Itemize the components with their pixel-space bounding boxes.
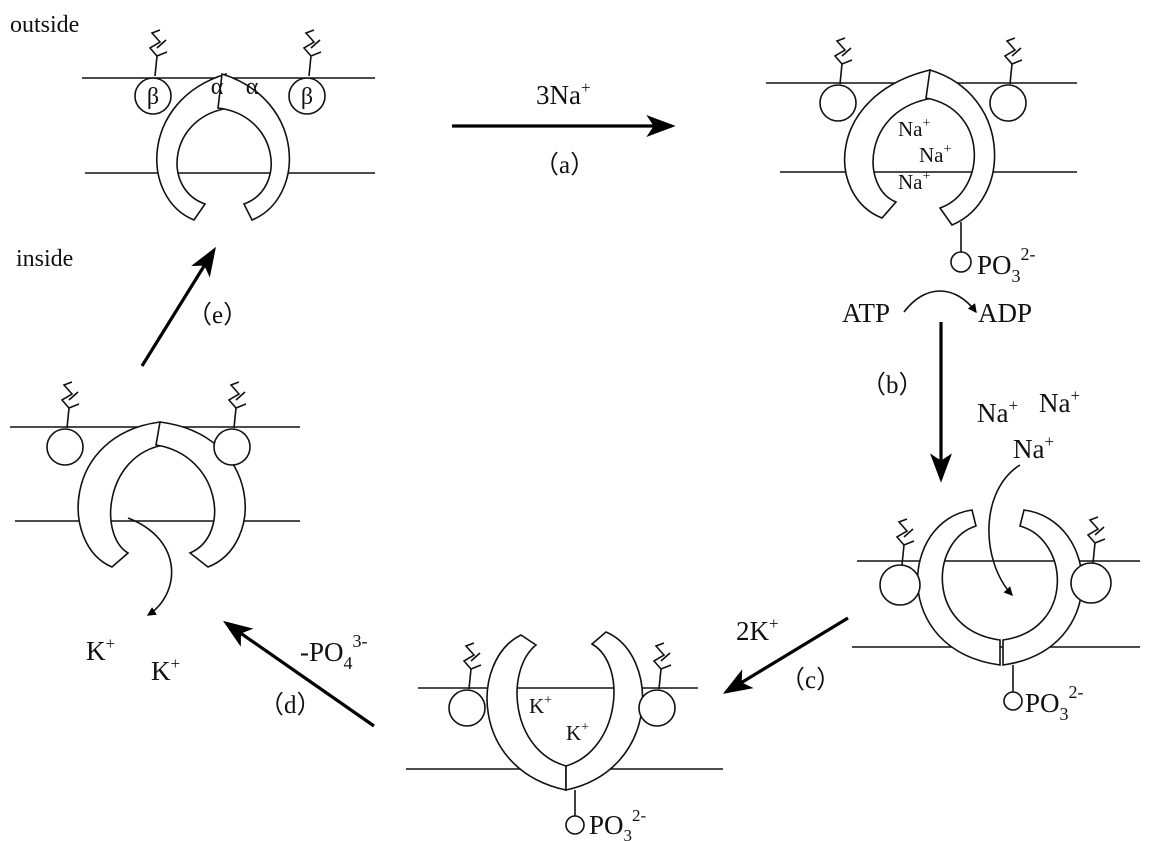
step-d: -PO43- （d）: [226, 623, 374, 726]
state-resting-pump: β β α α: [82, 30, 375, 220]
beta-subunit-right: [214, 429, 250, 465]
beta-subunit-left: [820, 85, 856, 121]
phosphate-label: PO32-: [589, 806, 647, 841]
k-ion-released: K+: [86, 634, 115, 666]
glycan-chain-left: [62, 382, 79, 428]
step-e: （e）: [142, 250, 248, 366]
step-b: ATP ADP （b）: [842, 291, 1032, 479]
step-d-phosphate-label: -PO43-: [300, 631, 368, 673]
beta-subunit-right: [639, 690, 675, 726]
glycan-chain-left: [897, 519, 914, 565]
step-e-label: （e）: [187, 301, 248, 329]
state-outward-open: Na+ Na+ Na+ PO32-: [852, 386, 1140, 724]
alpha-subunit-left: [78, 422, 164, 567]
state-k-bound: K+ K+ PO32-: [406, 632, 723, 841]
na-ion-label: Na+: [1013, 432, 1054, 464]
na-ion-label: Na+: [919, 142, 952, 167]
step-c: 2K+ （c）: [726, 614, 848, 694]
glycan-chain-right: [654, 643, 671, 689]
glycan-chain-right: [304, 30, 321, 76]
alpha-subunit-right: [1003, 510, 1082, 665]
k-ion-released: K+: [151, 654, 180, 686]
phosphate-group: [1004, 692, 1022, 710]
na-ion-label: Na+: [1039, 386, 1080, 418]
na-ion-label: Na+: [898, 116, 931, 141]
beta-subunit-left: [47, 429, 83, 465]
step-a-label: （a）: [534, 151, 595, 179]
alpha-subunit-left: [487, 635, 566, 790]
na-release-arrow: [989, 465, 1020, 595]
phosphate-label: PO32-: [1025, 682, 1084, 724]
phosphate-group: [566, 816, 584, 834]
beta-subunit-right: [1071, 563, 1111, 603]
na-ion-label: Na+: [898, 169, 931, 194]
k-ion-label: K+: [529, 693, 552, 718]
glycan-chain-left: [464, 643, 481, 689]
glycan-chain-right: [1005, 38, 1022, 84]
step-d-label: （d）: [259, 691, 322, 719]
state-na-bound: Na+ Na+ Na+ PO32-: [766, 38, 1077, 286]
alpha-subunit-left: [918, 510, 1000, 665]
step-b-label: （b）: [861, 371, 924, 399]
atp-hydrolysis-arrow: [904, 291, 976, 312]
beta-subunit-right: [990, 85, 1026, 121]
atp-label: ATP: [842, 298, 890, 328]
glycan-chain-right: [229, 382, 246, 428]
outside-label: outside: [10, 12, 79, 38]
k-ion-label: K+: [566, 720, 589, 745]
na-ion-label: Na+: [977, 396, 1018, 428]
step-c-label: （c）: [780, 666, 841, 694]
beta-subunit-left: [880, 565, 920, 605]
step-c-ion-label: 2K+: [736, 614, 779, 646]
alpha-label-right: α: [246, 74, 259, 100]
phosphate-label: PO32-: [977, 244, 1036, 286]
state-k-release: [10, 382, 300, 615]
step-a-ion-label: 3Na+: [536, 78, 591, 110]
alpha-subunit-right: [566, 632, 643, 790]
phosphate-group: [951, 252, 971, 272]
k-release-arrow: [128, 518, 172, 615]
beta-label-right: β: [301, 84, 313, 110]
step-a: 3Na+ （a）: [452, 78, 672, 179]
beta-subunit-left: [449, 690, 485, 726]
alpha-label-left: α: [211, 74, 224, 100]
inside-label: inside: [16, 246, 73, 272]
glycan-chain-left: [835, 38, 852, 84]
glycan-chain-right: [1088, 517, 1105, 563]
adp-label: ADP: [978, 298, 1032, 328]
glycan-chain-left: [150, 30, 167, 76]
beta-label-left: β: [147, 84, 159, 110]
